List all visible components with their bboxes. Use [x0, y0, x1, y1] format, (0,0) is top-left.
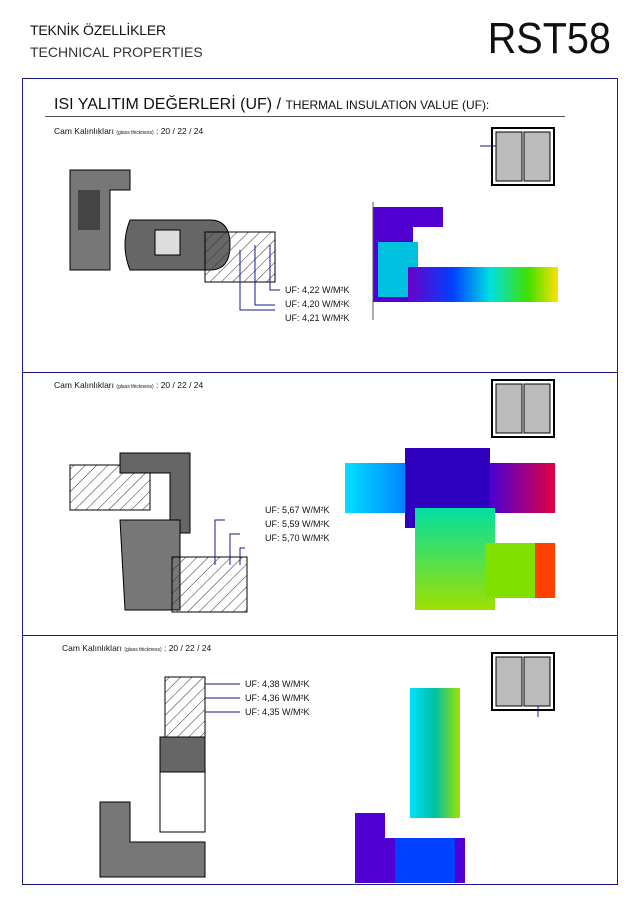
label-en: (glass thickness) — [124, 647, 162, 653]
label-en: (glass thickness) — [116, 130, 154, 136]
uf-value: UF: 5,67 W/M²K — [265, 505, 330, 515]
values: : 20 / 22 / 24 — [155, 380, 204, 390]
uf-value: UF: 4,38 W/M²K — [245, 679, 310, 689]
profile-section-drawing-3 — [99, 676, 240, 878]
uf-value: UF: 4,20 W/M²K — [285, 299, 350, 309]
uf-value: UF: 5,59 W/M²K — [265, 519, 330, 529]
glass-thickness-label: Cam Kalınlıkları (glass thickness) : 20 … — [54, 126, 203, 136]
thermal-image-3 — [355, 688, 465, 883]
label-en: (glass thickness) — [116, 384, 154, 390]
thermal-image-1 — [372, 202, 558, 320]
header-title-en: TECHNICAL PROPERTIES — [30, 44, 203, 60]
title-en: THERMAL INSULATION VALUE (UF): — [285, 98, 490, 112]
uf-value: UF: 4,22 W/M²K — [285, 285, 350, 295]
section-title: ISI YALITIM DEĞERLERİ (UF) / THERMAL INS… — [54, 96, 489, 114]
profile-section-drawing-2 — [69, 452, 248, 613]
title-tr: ISI YALITIM DEĞERLERİ (UF) — [54, 96, 273, 113]
label: Cam Kalınlıkları — [62, 643, 122, 653]
glass-thickness-label: Cam Kalınlıkları (glass thickness) : 20 … — [62, 643, 211, 653]
title-underline — [45, 116, 565, 117]
glass-thickness-label: Cam Kalınlıkları (glass thickness) : 20 … — [54, 380, 203, 390]
uf-value: UF: 4,36 W/M²K — [245, 693, 310, 703]
section-divider — [22, 372, 618, 373]
values: : 20 / 22 / 24 — [155, 126, 204, 136]
window-thumbnail-2 — [491, 379, 555, 438]
header-title-tr: TEKNİK ÖZELLİKLER — [30, 22, 166, 38]
window-thumbnail-3 — [491, 652, 555, 717]
profile-section-drawing-1 — [69, 169, 280, 311]
title-sep: / — [276, 96, 282, 113]
uf-value: UF: 5,70 W/M²K — [265, 533, 330, 543]
thermal-image-2 — [345, 448, 555, 610]
label: Cam Kalınlıkları — [54, 126, 114, 136]
label: Cam Kalınlıkları — [54, 380, 114, 390]
section-divider — [22, 635, 618, 636]
values: : 20 / 22 / 24 — [163, 643, 212, 653]
window-thumbnail-1 — [480, 127, 555, 186]
uf-value: UF: 4,35 W/M²K — [245, 707, 310, 717]
model-name: RST58 — [487, 14, 611, 63]
content-frame — [22, 78, 618, 885]
uf-value: UF: 4,21 W/M²K — [285, 313, 350, 323]
